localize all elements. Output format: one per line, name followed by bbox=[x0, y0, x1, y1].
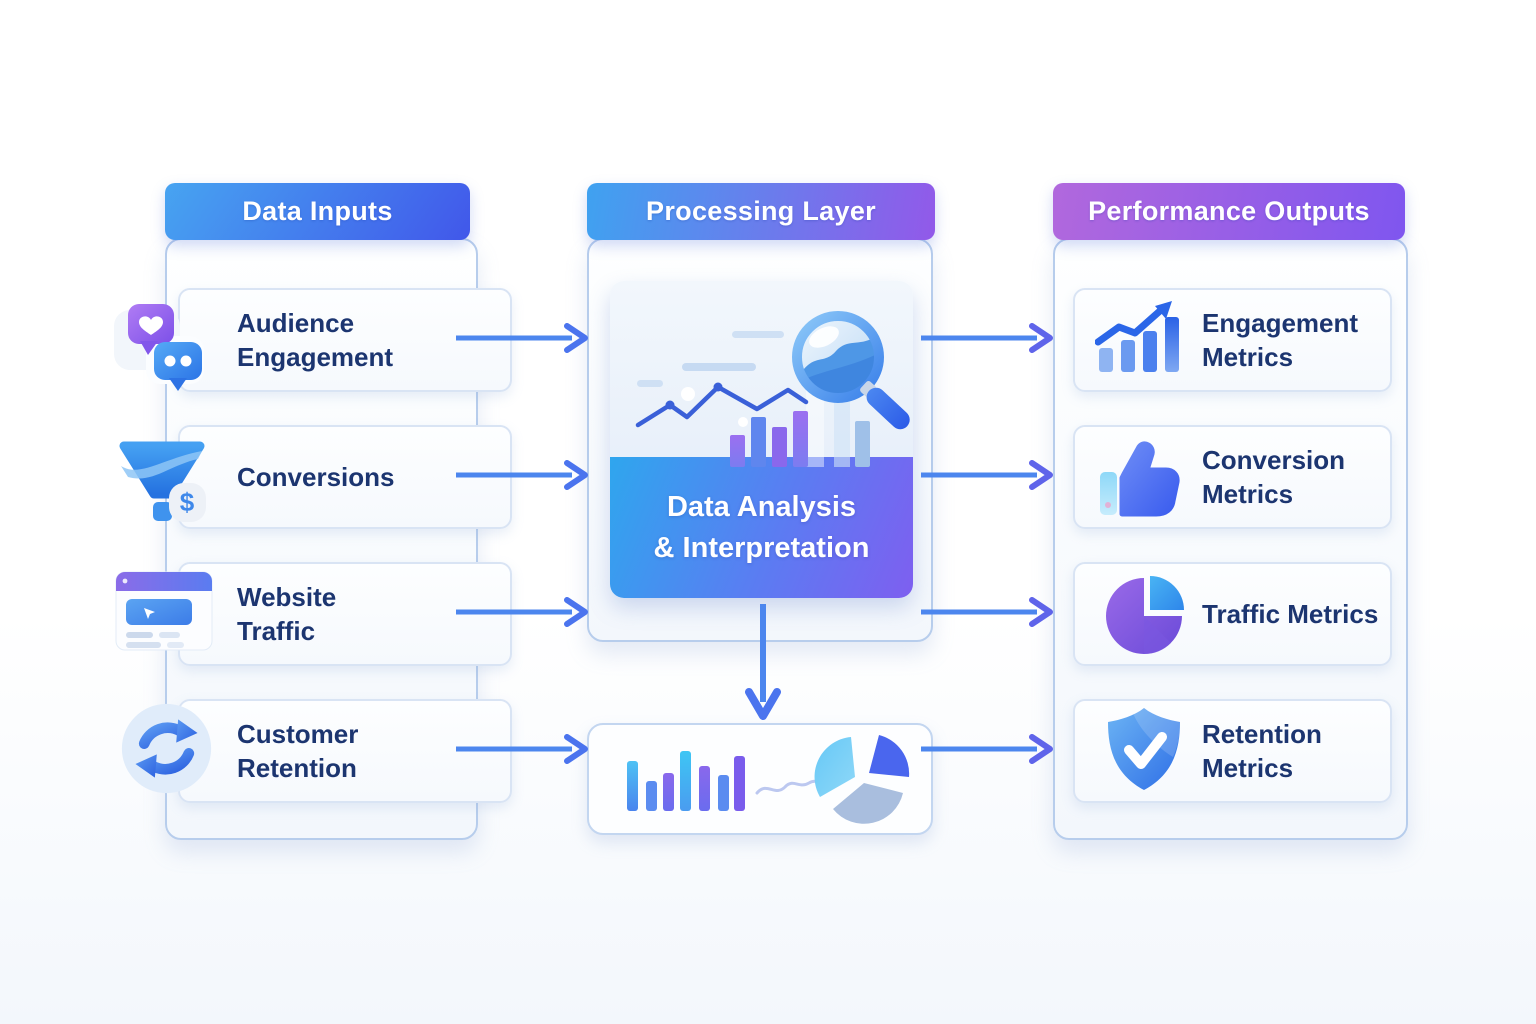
input-label: Conversions bbox=[237, 461, 395, 492]
growth-chart-icon bbox=[1095, 301, 1179, 372]
input-label: Website Traffic bbox=[237, 581, 337, 646]
arrow-conversions-to-processing bbox=[456, 460, 588, 490]
processing-analysis-card: Data Analysis & Interpretation bbox=[610, 281, 913, 598]
input-label: Customer Retention bbox=[237, 718, 359, 783]
thumbs-up-icon bbox=[1100, 441, 1180, 517]
funnel-dollar-icon: $ bbox=[119, 441, 206, 522]
inputs-header-label: Data Inputs bbox=[242, 196, 393, 226]
arrow-processing-to-traffic-metrics bbox=[921, 597, 1053, 627]
processing-card-line1: Data Analysis bbox=[666, 491, 857, 524]
arrow-processing-to-retention-metrics bbox=[921, 734, 1053, 764]
processing-column-header: Processing Layer bbox=[587, 183, 935, 240]
shield-check-icon bbox=[1108, 708, 1180, 790]
arrow-traffic-to-processing bbox=[456, 597, 588, 627]
outputs-header-label: Performance Outputs bbox=[1088, 196, 1370, 226]
output-label: Engagement Metrics bbox=[1202, 307, 1359, 372]
pie-chart-icon bbox=[1106, 576, 1184, 655]
arrow-retention-to-processing bbox=[456, 734, 588, 764]
output-label: Retention Metrics bbox=[1202, 718, 1322, 783]
svg-text:$: $ bbox=[180, 487, 195, 517]
magnifier-analytics-illustration bbox=[635, 311, 910, 467]
bars-and-pie-illustration bbox=[627, 735, 910, 824]
output-label: Conversion Metrics bbox=[1202, 444, 1346, 509]
browser-window-icon bbox=[115, 571, 213, 651]
outputs-column-header: Performance Outputs bbox=[1053, 183, 1405, 240]
processing-header-label: Processing Layer bbox=[646, 196, 876, 226]
output-card-conversion-metrics: Conversion Metrics bbox=[1073, 425, 1392, 529]
processing-result-card bbox=[587, 723, 933, 835]
refresh-cycle-icon bbox=[121, 703, 212, 794]
processing-card-line2: & Interpretation bbox=[653, 531, 870, 564]
input-card-conversions: Conversions bbox=[178, 425, 512, 529]
input-label: Audience Engagement bbox=[237, 307, 394, 372]
magnifier-glass bbox=[792, 311, 910, 430]
inputs-column-header: Data Inputs bbox=[165, 183, 470, 240]
output-label: Traffic Metrics bbox=[1202, 598, 1379, 629]
chat-bubbles-icon bbox=[114, 304, 204, 391]
arrow-processing-to-engagement-metrics bbox=[921, 323, 1053, 353]
arrow-engagement-to-processing bbox=[456, 323, 588, 353]
arrow-processing-to-result bbox=[745, 604, 781, 720]
arrow-processing-to-conversion-metrics bbox=[921, 460, 1053, 490]
processing-card-caption: Data Analysis & Interpretation bbox=[610, 457, 913, 598]
